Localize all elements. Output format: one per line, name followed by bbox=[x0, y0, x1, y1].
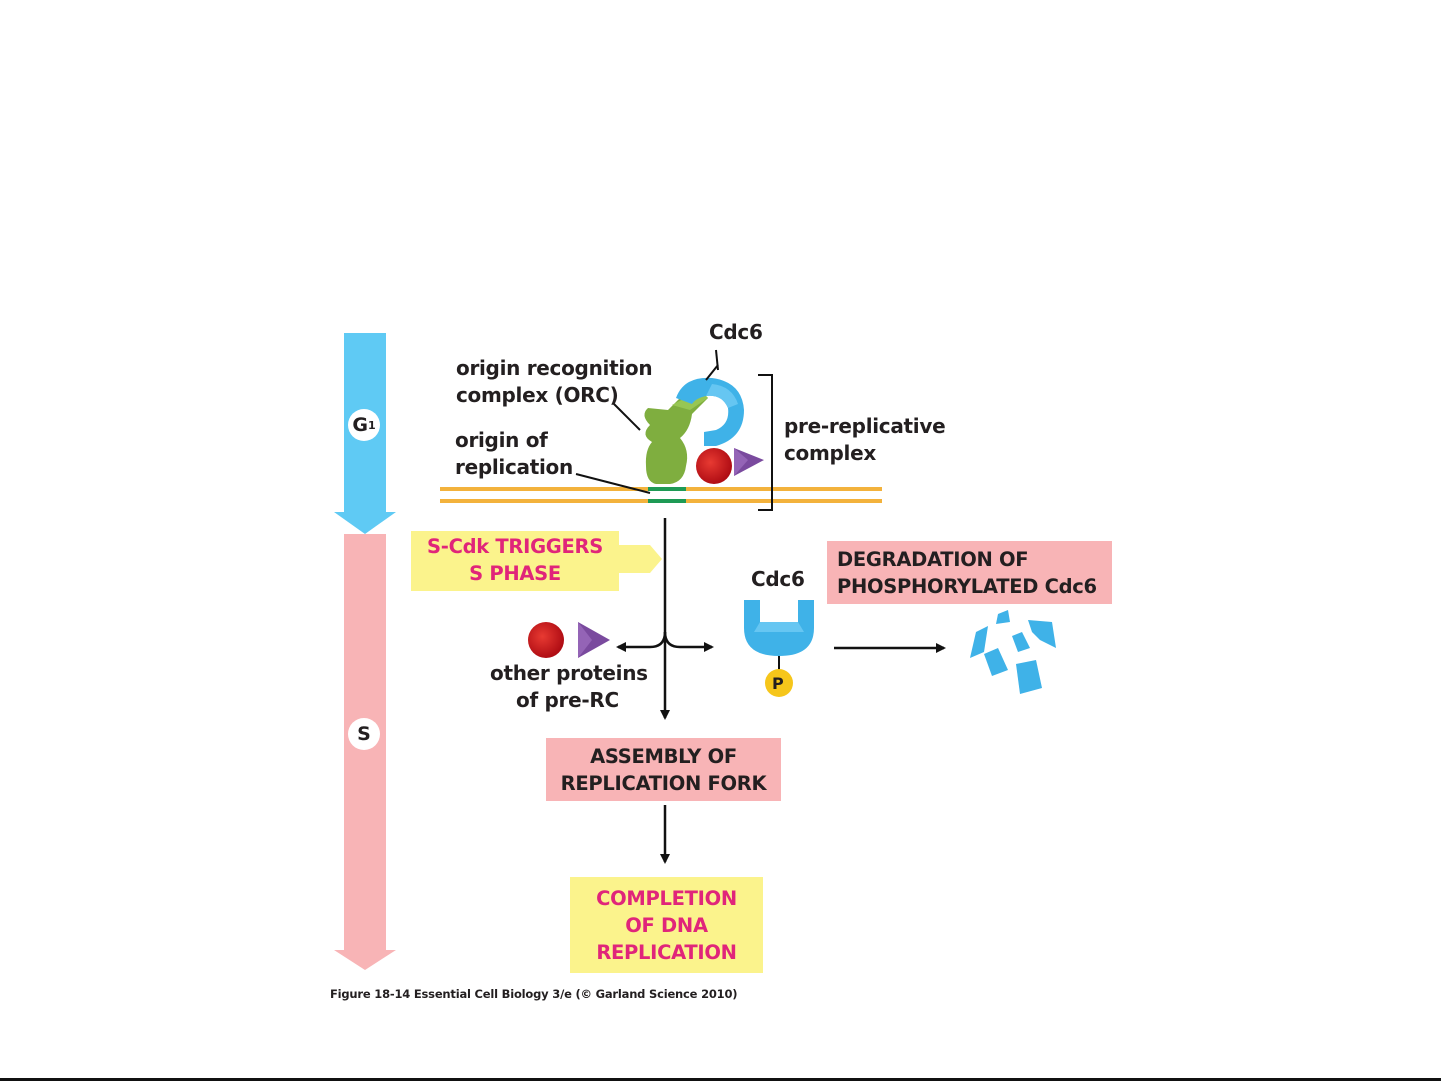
other-proteins-label-line1: other proteins bbox=[490, 661, 648, 685]
g1-subscript: 1 bbox=[367, 418, 376, 432]
bottom-border bbox=[0, 1078, 1441, 1081]
orc-label-line2: complex (ORC) bbox=[456, 383, 619, 407]
completion-line2: OF DNA bbox=[625, 914, 708, 937]
phosphate-icon bbox=[765, 669, 793, 697]
origin-label-line2: replication bbox=[455, 455, 573, 479]
assembly-line1: ASSEMBLY OF bbox=[590, 745, 737, 768]
s-phase-label: S bbox=[348, 718, 380, 750]
s-letter: S bbox=[357, 723, 371, 745]
assembly-box: ASSEMBLY OF REPLICATION FORK bbox=[546, 738, 781, 801]
prerc-label-line2: complex bbox=[784, 441, 876, 465]
red-protein-icon bbox=[696, 448, 732, 484]
origin-segment-top bbox=[648, 487, 686, 491]
origin-segment-bottom bbox=[648, 499, 686, 503]
flow-arrows bbox=[616, 518, 946, 864]
completion-line1: COMPLETION bbox=[596, 887, 737, 910]
red-protein-released-icon bbox=[528, 622, 564, 658]
degradation-line1: DEGRADATION OF bbox=[837, 548, 1029, 571]
degradation-box: DEGRADATION OF PHOSPHORYLATED Cdc6 bbox=[827, 541, 1112, 604]
s-phase-arrow bbox=[334, 534, 396, 970]
completion-box: COMPLETION OF DNA REPLICATION bbox=[570, 877, 763, 973]
purple-protein-released-facet bbox=[578, 622, 592, 658]
g1-letter: G bbox=[352, 414, 368, 436]
dna-double-helix bbox=[440, 487, 882, 503]
orc-leader-line bbox=[613, 403, 641, 431]
phosphate-label: P bbox=[772, 674, 784, 693]
origin-leader-line bbox=[575, 473, 651, 494]
degraded-cdc6-fragments-icon bbox=[970, 610, 1056, 694]
orc-label-line1: origin recognition bbox=[456, 356, 653, 380]
other-proteins-label-line2: of pre-RC bbox=[516, 688, 619, 712]
degradation-line2: PHOSPHORYLATED Cdc6 bbox=[837, 575, 1097, 598]
assembly-line2: REPLICATION FORK bbox=[560, 772, 767, 795]
purple-protein-facet bbox=[734, 448, 748, 476]
scdk-box: S-Cdk TRIGGERS S PHASE bbox=[411, 531, 619, 591]
cdc6-phosphorylated-icon bbox=[744, 600, 814, 670]
scdk-line1: S-Cdk TRIGGERS bbox=[427, 535, 603, 558]
prerc-label-line1: pre-replicative bbox=[784, 414, 946, 438]
figure-caption: Figure 18-14 Essential Cell Biology 3/e … bbox=[330, 987, 738, 1001]
cdc6-top-label: Cdc6 bbox=[709, 320, 763, 344]
prerc-bracket bbox=[758, 374, 773, 511]
purple-protein-released-icon bbox=[578, 622, 610, 658]
scdk-arrow-head bbox=[610, 545, 662, 573]
origin-label-line1: origin of bbox=[455, 428, 548, 452]
completion-line3: REPLICATION bbox=[596, 941, 737, 964]
cdc6-protein-icon bbox=[676, 377, 744, 446]
cdc6-mid-label: Cdc6 bbox=[751, 567, 805, 591]
cdc6-leader-line-2 bbox=[705, 364, 719, 381]
scdk-line2: S PHASE bbox=[469, 562, 561, 585]
